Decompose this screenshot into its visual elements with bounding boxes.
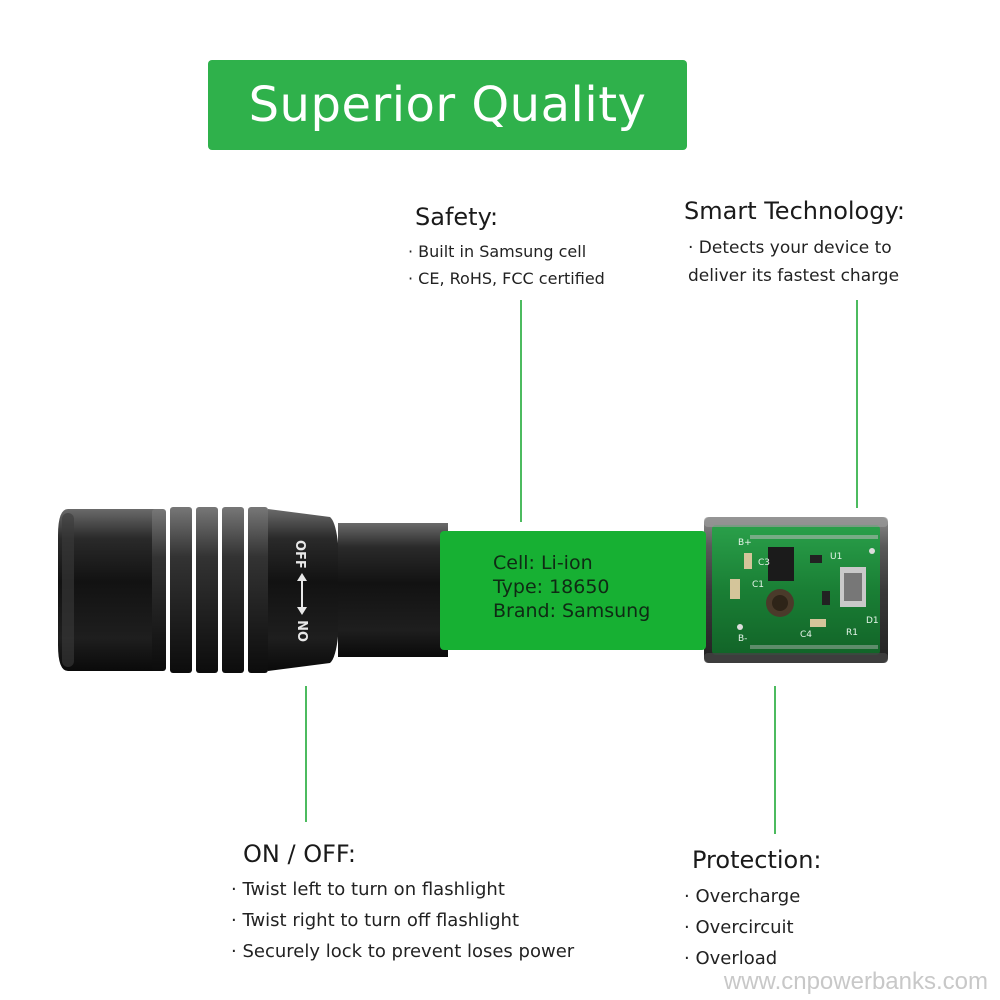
smart-technology-bullet-1: · Detects your device to xyxy=(688,238,892,258)
flashlight-head xyxy=(58,509,160,671)
smart-technology-heading: Smart Technology: xyxy=(684,197,906,225)
pcb-label-b-plus: B+ xyxy=(738,538,752,548)
pcb-label-c3: C3 xyxy=(758,558,770,568)
protection-bullet-3: · Overload xyxy=(684,948,778,969)
flashlight-body-tube xyxy=(338,523,448,657)
flashlight-grip-rings xyxy=(152,507,268,673)
pcb-label-b-minus: B- xyxy=(738,634,747,644)
pcb-label-r1: R1 xyxy=(846,628,858,638)
switch-off-mark: OFF xyxy=(292,540,307,569)
smart-technology-bullet-2: deliver its fastest charge xyxy=(688,266,900,286)
protection-heading: Protection: xyxy=(692,846,822,874)
title-banner: Superior Quality xyxy=(208,60,687,150)
safety-heading: Safety: xyxy=(415,203,499,231)
onoff-connector-line xyxy=(305,686,307,822)
page-title: Superior Quality xyxy=(248,77,647,133)
svg-text:OFF: OFF xyxy=(292,540,307,569)
safety-bullet-2: · CE, RoHS, FCC certified xyxy=(408,269,605,288)
switch-arrow-up-icon xyxy=(297,573,307,581)
protection-bullet-2: · Overcircuit xyxy=(684,917,794,938)
pcb-label-u1: U1 xyxy=(830,552,842,562)
smart-technology-connector-line xyxy=(856,300,858,508)
battery-end-cap: C1 C3 C4 U1 D1 B+ B- R1 xyxy=(704,517,888,663)
cell-brand-line: Brand: Samsung xyxy=(493,600,651,622)
pcb-label-d1: D1 xyxy=(866,616,879,626)
switch-on-mark: ON xyxy=(297,620,312,642)
cell-size-line: Type: 18650 xyxy=(493,576,610,598)
onoff-bullet-2: · Twist right to turn off flashlight xyxy=(231,910,520,931)
protection-bullet-1: · Overcharge xyxy=(684,886,801,907)
onoff-bullet-1: · Twist left to turn on flashlight xyxy=(231,879,505,900)
protection-connector-line xyxy=(774,686,776,834)
battery-cell-label: Cell: Li-ion Type: 18650 Brand: Samsung xyxy=(440,531,706,650)
safety-connector-line xyxy=(520,300,522,522)
flashlight-illustration: OFF ON C1 C3 C4 U1 D1 B+ B- R1 xyxy=(58,507,888,673)
flashlight-switch-section xyxy=(268,509,340,671)
pcb-label-c4: C4 xyxy=(800,630,812,640)
safety-bullet-1: · Built in Samsung cell xyxy=(408,242,587,261)
onoff-bullet-3: · Securely lock to prevent loses power xyxy=(231,941,575,962)
cell-type-line: Cell: Li-ion xyxy=(493,552,593,574)
onoff-heading: ON / OFF: xyxy=(243,840,356,868)
watermark: www.cnpowerbanks.com xyxy=(723,968,988,995)
switch-arrow-down-icon xyxy=(297,607,307,615)
pcb-label-c1: C1 xyxy=(752,580,764,590)
svg-text:ON: ON xyxy=(297,620,312,642)
